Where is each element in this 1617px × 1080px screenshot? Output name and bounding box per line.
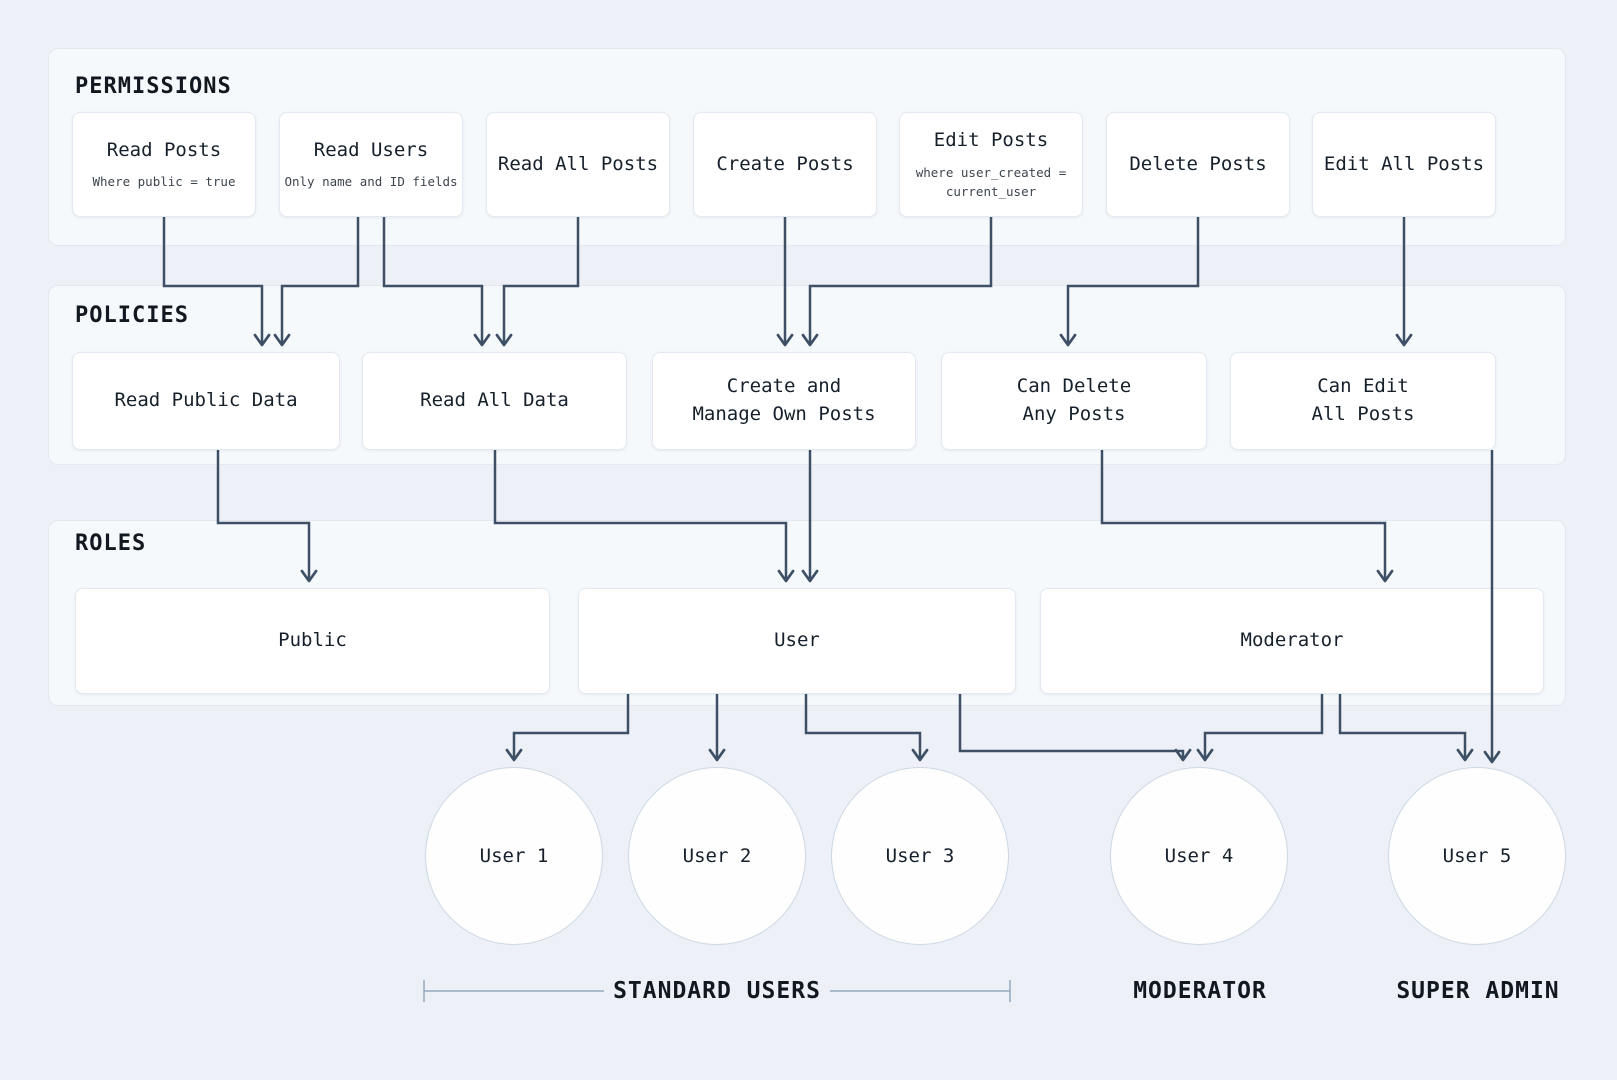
policy-title: Can Edit All Posts [1311, 375, 1415, 425]
user-label: User 1 [479, 845, 549, 867]
permission-box-edit-all-posts: Edit All Posts [1312, 112, 1496, 217]
permission-subtitle: where user_created = current_user [915, 165, 1067, 199]
permission-box-edit-posts: Edit Posts where user_created = current_… [899, 112, 1083, 217]
permission-title: Edit Posts [933, 129, 1049, 152]
permissions-section-label: PERMISSIONS [75, 74, 232, 99]
role-box-user: User [578, 588, 1016, 694]
permission-title: Read Users [313, 138, 429, 161]
permission-title: Create Posts [716, 152, 854, 175]
permission-box-read-all-posts: Read All Posts [486, 112, 670, 217]
role-title: Public [278, 629, 347, 652]
policy-title: Can Delete Any Posts [1016, 375, 1132, 425]
role-box-public: Public [75, 588, 550, 694]
permission-title: Delete Posts [1129, 152, 1267, 175]
permission-subtitle: Where public = true [92, 174, 236, 190]
roles-section-label: ROLES [75, 531, 147, 556]
policy-box-can-edit-all-posts: Can Edit All Posts [1230, 352, 1496, 450]
user-label: User 3 [885, 845, 955, 867]
policy-box-read-public-data: Read Public Data [72, 352, 340, 450]
user-circle-5: User 5 [1388, 767, 1566, 945]
policies-section-label: POLICIES [75, 303, 189, 328]
policy-box-read-all-data: Read All Data [362, 352, 627, 450]
policy-box-can-delete-any-posts: Can Delete Any Posts [941, 352, 1207, 450]
user-label: User 4 [1164, 845, 1234, 867]
group-label-super-admin: SUPER ADMIN [1396, 978, 1560, 1004]
permission-title: Edit All Posts [1323, 152, 1485, 175]
permission-title: Read All Posts [497, 152, 659, 175]
user-circle-4: User 4 [1110, 767, 1288, 945]
permission-subtitle: Only name and ID fields [284, 174, 458, 190]
role-box-moderator: Moderator [1040, 588, 1544, 694]
permission-title: Read Posts [106, 138, 222, 161]
policy-title: Create and Manage Own Posts [692, 375, 876, 425]
group-label-moderator: MODERATOR [1133, 978, 1267, 1004]
permission-box-read-users: Read Users Only name and ID fields [279, 112, 463, 217]
permission-box-create-posts: Create Posts [693, 112, 877, 217]
user-circle-3: User 3 [831, 767, 1009, 945]
group-label-standard-users: STANDARD USERS [613, 978, 821, 1004]
user-circle-2: User 2 [628, 767, 806, 945]
role-title: User [774, 629, 820, 652]
policy-title: Read All Data [420, 389, 569, 412]
user-label: User 2 [682, 845, 752, 867]
user-label: User 5 [1442, 845, 1512, 867]
policy-title: Read Public Data [114, 389, 298, 412]
permission-box-read-posts: Read Posts Where public = true [72, 112, 256, 217]
policy-box-create-manage-own-posts: Create and Manage Own Posts [652, 352, 916, 450]
user-circle-1: User 1 [425, 767, 603, 945]
role-title: Moderator [1240, 629, 1344, 652]
permission-box-delete-posts: Delete Posts [1106, 112, 1290, 217]
